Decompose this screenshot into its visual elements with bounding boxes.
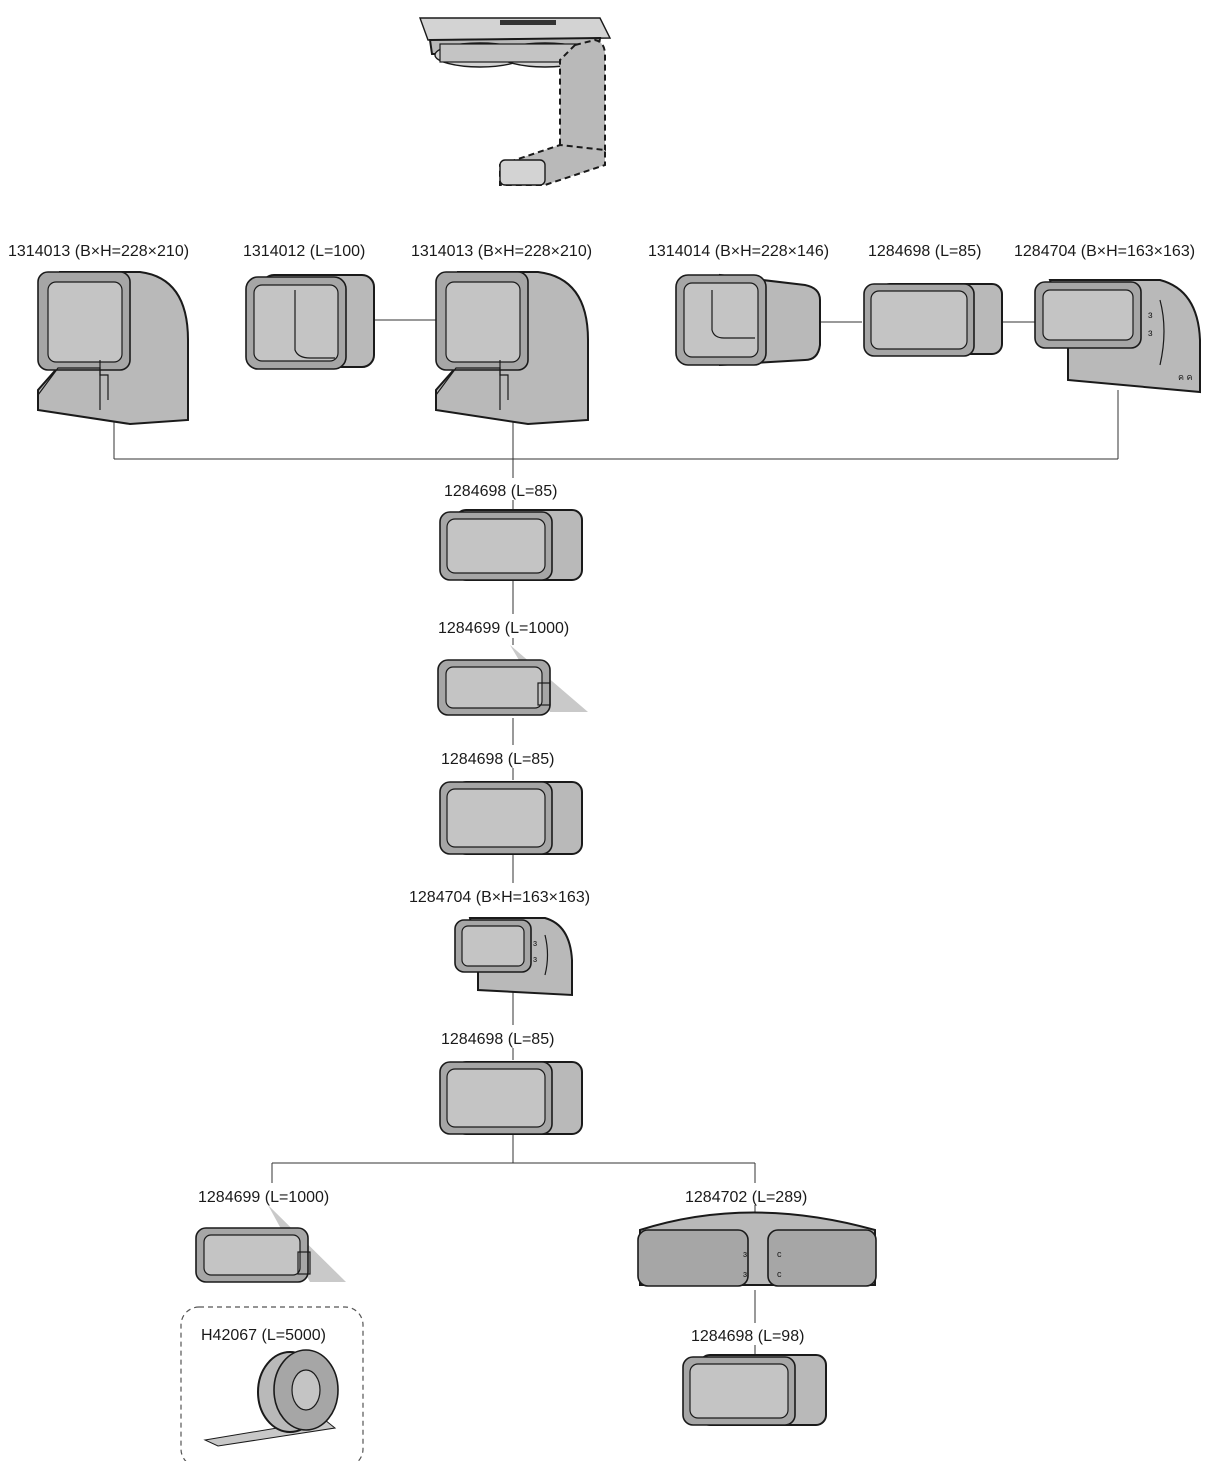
label-p2: 1314012 (L=100) xyxy=(243,243,365,260)
svg-text:ɜ: ɜ xyxy=(533,938,537,948)
svg-text:ɜ: ɜ xyxy=(533,954,537,964)
svg-text:ɜ: ɜ xyxy=(1148,310,1153,321)
hob-with-duct-illustration xyxy=(419,17,612,186)
label-b2: 1284702 (L=289) xyxy=(685,1189,807,1206)
label-p1: 1314013 (B×H=228×210) xyxy=(8,243,189,260)
label-p3: 1314013 (B×H=228×210) xyxy=(411,243,592,260)
part-labels: 1314013 (B×H=228×210) 1314012 (L=100) 13… xyxy=(8,243,1195,1345)
label-p5: 1284698 (L=85) xyxy=(868,243,981,260)
label-m3: 1284698 (L=85) xyxy=(441,751,554,768)
part-bend-1314013-left xyxy=(37,271,189,426)
part-transition-1314014 xyxy=(675,273,821,367)
label-m4: 1284704 (B×H=163×163) xyxy=(409,889,590,906)
part-coupler-1284698-m3 xyxy=(439,781,583,855)
label-b3: H42067 (L=5000) xyxy=(201,1327,326,1344)
part-coupler-1284698-m1 xyxy=(439,509,583,581)
label-b4: 1284698 (L=98) xyxy=(691,1328,804,1345)
label-b1: 1284699 (L=1000) xyxy=(198,1189,329,1206)
part-bend-1314013-center xyxy=(435,271,589,426)
part-bend-1284704-top: ɜ ɜ ค ค xyxy=(1034,279,1201,394)
label-m1: 1284698 (L=85) xyxy=(444,483,557,500)
label-m5: 1284698 (L=85) xyxy=(441,1031,554,1048)
part-tpiece-1284702: ɜ ɜ c c xyxy=(637,1211,877,1287)
part-duct-1284699-b1 xyxy=(195,1205,346,1283)
label-p6: 1284704 (B×H=163×163) xyxy=(1014,243,1195,260)
label-m2: 1284699 (L=1000) xyxy=(438,620,569,637)
svg-text:c: c xyxy=(777,1249,782,1259)
label-p4: 1314014 (B×H=228×146) xyxy=(648,243,829,260)
part-coupler-1284698-top xyxy=(863,283,1003,357)
part-coupler-1284698-b4 xyxy=(682,1354,827,1426)
part-bend-1284704-m4: ɜ ɜ xyxy=(454,917,573,997)
part-coupler-1284698-m5 xyxy=(439,1061,583,1135)
svg-text:ค ค: ค ค xyxy=(1178,372,1193,382)
svg-text:ɜ: ɜ xyxy=(1148,328,1153,339)
svg-text:ɜ: ɜ xyxy=(743,1249,747,1259)
svg-text:ɜ: ɜ xyxy=(743,1269,747,1279)
part-tape-h42067 xyxy=(180,1306,364,1461)
part-duct-1284699-m2 xyxy=(437,645,588,716)
svg-text:c: c xyxy=(777,1269,782,1279)
part-straight-1314012 xyxy=(245,274,375,370)
